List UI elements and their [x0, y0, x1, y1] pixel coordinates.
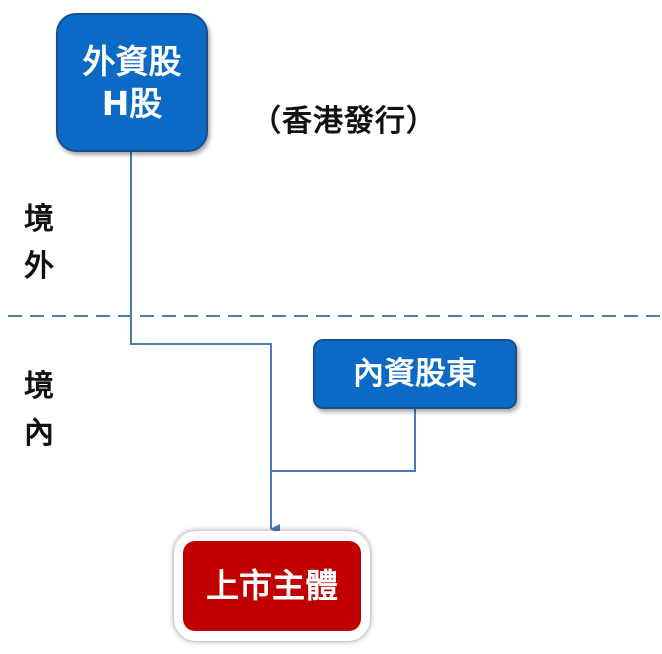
onshore-label-char2: 內 [24, 415, 54, 451]
offshore-label-char1: 境 [24, 202, 54, 237]
listed-entity-node: 上市主體 [183, 541, 361, 631]
listed-entity-frame: 上市主體 [174, 531, 370, 641]
connector-h-shares-to-listed [130, 152, 280, 534]
onshore-region-label: 境 內 [24, 364, 64, 457]
domestic-shareholders-label: 內資股東 [353, 355, 477, 392]
offshore-region-label: 境 外 [24, 197, 64, 290]
connector-domestic-to-listed [271, 409, 416, 472]
listed-entity-label: 上市主體 [206, 566, 338, 606]
hk-issue-annotation: （香港發行） [251, 104, 437, 139]
onshore-label-char1: 境 [24, 369, 54, 404]
h-shares-node: 外資股 H股 [56, 13, 208, 152]
offshore-label-char2: 外 [24, 248, 54, 284]
h-shares-label-line2: H股 [101, 83, 163, 123]
h-shares-label-line1: 外資股 [82, 42, 182, 82]
domestic-shareholders-node: 內資股東 [313, 339, 517, 409]
